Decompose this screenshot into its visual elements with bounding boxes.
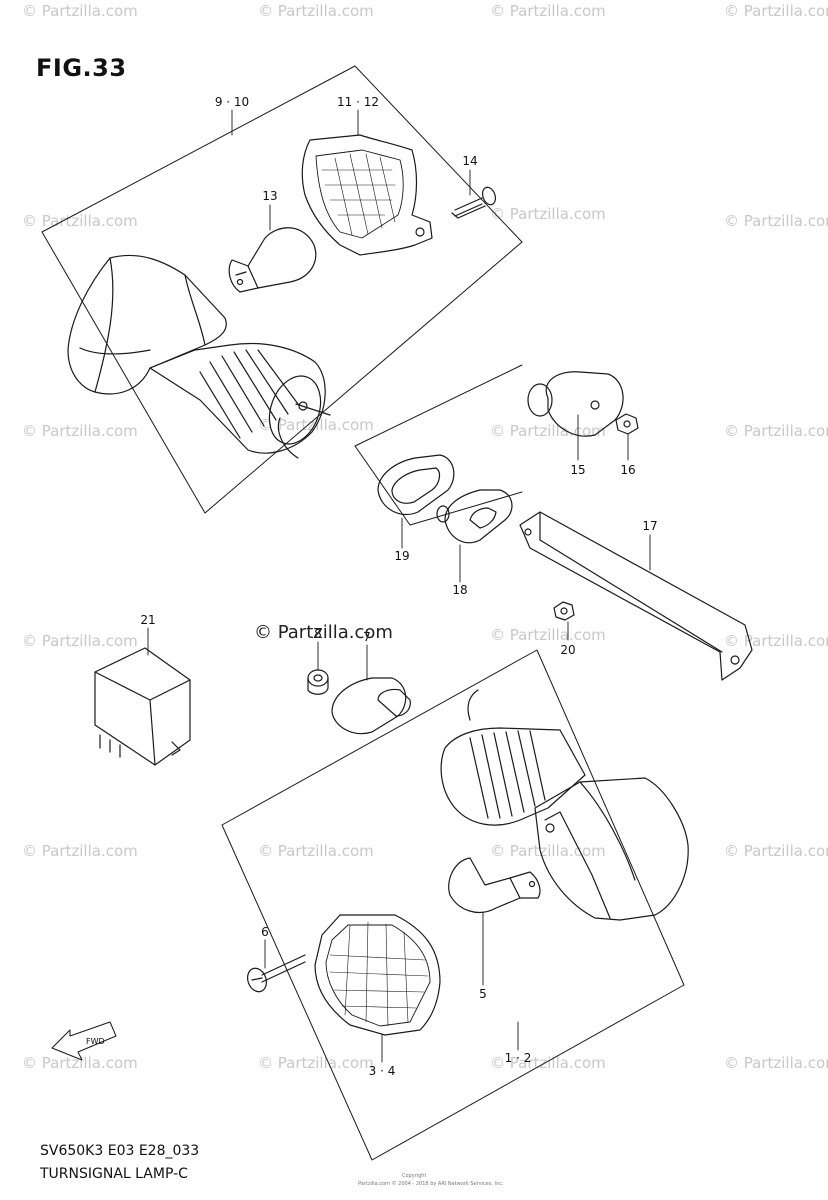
callout-14: 14 <box>462 154 477 168</box>
watermark: © Partzilla.com <box>490 842 606 860</box>
watermark: © Partzilla.com <box>724 632 828 650</box>
lower-lamp-housing <box>534 777 689 921</box>
nut-16 <box>615 413 639 435</box>
watermark: © Partzilla.com <box>258 842 374 860</box>
callout-1-2: 1 · 2 <box>505 1051 532 1065</box>
fwd-label: FWD <box>86 1037 105 1046</box>
figure-title: FIG.33 <box>36 54 127 82</box>
watermark: © Partzilla.com <box>22 1054 138 1072</box>
hardware-boundary-line <box>354 364 523 447</box>
callout-9-10: 9 · 10 <box>215 95 249 109</box>
upper-lamp-housing <box>67 254 227 395</box>
watermark: © Partzilla.com <box>724 2 828 20</box>
callout-19: 19 <box>394 549 409 563</box>
relay-21 <box>94 647 191 766</box>
grommet-15 <box>527 371 624 437</box>
lower-screw <box>246 954 306 993</box>
callout-15: 15 <box>570 463 585 477</box>
partzilla-stamp: © Partzilla.com <box>254 622 393 643</box>
upper-screw <box>451 186 497 219</box>
watermark: © Partzilla.com <box>22 212 138 230</box>
watermark: © Partzilla.com <box>490 205 606 223</box>
callout-6: 6 <box>261 925 269 939</box>
callout-18: 18 <box>452 583 467 597</box>
watermark: © Partzilla.com <box>724 842 828 860</box>
footer-code: SV650K3 E03 E28_033 <box>40 1143 200 1159</box>
upper-assembly-boundary <box>41 65 523 514</box>
watermark: © Partzilla.com <box>22 422 138 440</box>
callout-5: 5 <box>479 987 487 1001</box>
grommet-7 <box>331 677 411 735</box>
washer-18 <box>436 489 513 544</box>
watermark: © Partzilla.com <box>490 2 606 20</box>
copyright-small: Partzilla.com © 2004 - 2018 by ARI Netwo… <box>358 1181 504 1187</box>
watermark: © Partzilla.com <box>724 1054 828 1072</box>
lower-lens <box>314 914 441 1036</box>
callout-3-4: 3 · 4 <box>369 1064 396 1078</box>
watermark: © Partzilla.com <box>258 1054 374 1072</box>
copyright-small: Copyright <box>402 1173 427 1179</box>
lower-assembly-boundary <box>221 649 685 1161</box>
callout-7: 7 <box>363 630 371 644</box>
watermark: © Partzilla.com <box>490 1054 606 1072</box>
leader-lines <box>147 109 651 1063</box>
watermark: © Partzilla.com <box>22 842 138 860</box>
nut-20 <box>553 601 575 621</box>
upper-bulb <box>228 227 317 293</box>
callout-16: 16 <box>620 463 635 477</box>
fwd-arrow-icon: FWD <box>51 1021 117 1061</box>
callout-8: 8 <box>314 627 322 641</box>
callout-13: 13 <box>262 189 277 203</box>
hardware-boundary-line <box>354 445 523 526</box>
callout-11-12: 11 · 12 <box>337 95 379 109</box>
footer-name: TURNSIGNAL LAMP-C <box>40 1166 188 1182</box>
watermark: © Partzilla.com <box>22 2 138 20</box>
upper-rubber-boot <box>149 342 331 459</box>
callout-20: 20 <box>560 643 575 657</box>
callout-17: 17 <box>642 519 657 533</box>
watermark: © Partzilla.com <box>22 632 138 650</box>
callout-21: 21 <box>140 613 155 627</box>
bracket-17 <box>519 511 753 681</box>
watermark: © Partzilla.com <box>724 422 828 440</box>
watermark: © Partzilla.com <box>258 2 374 20</box>
nut-8 <box>307 669 329 695</box>
upper-lens <box>301 134 433 256</box>
watermark: © Partzilla.com <box>490 626 606 644</box>
gasket-19 <box>377 454 455 516</box>
watermark: © Partzilla.com <box>724 212 828 230</box>
lower-rubber-boot <box>440 689 586 826</box>
lower-bulb <box>448 857 541 913</box>
